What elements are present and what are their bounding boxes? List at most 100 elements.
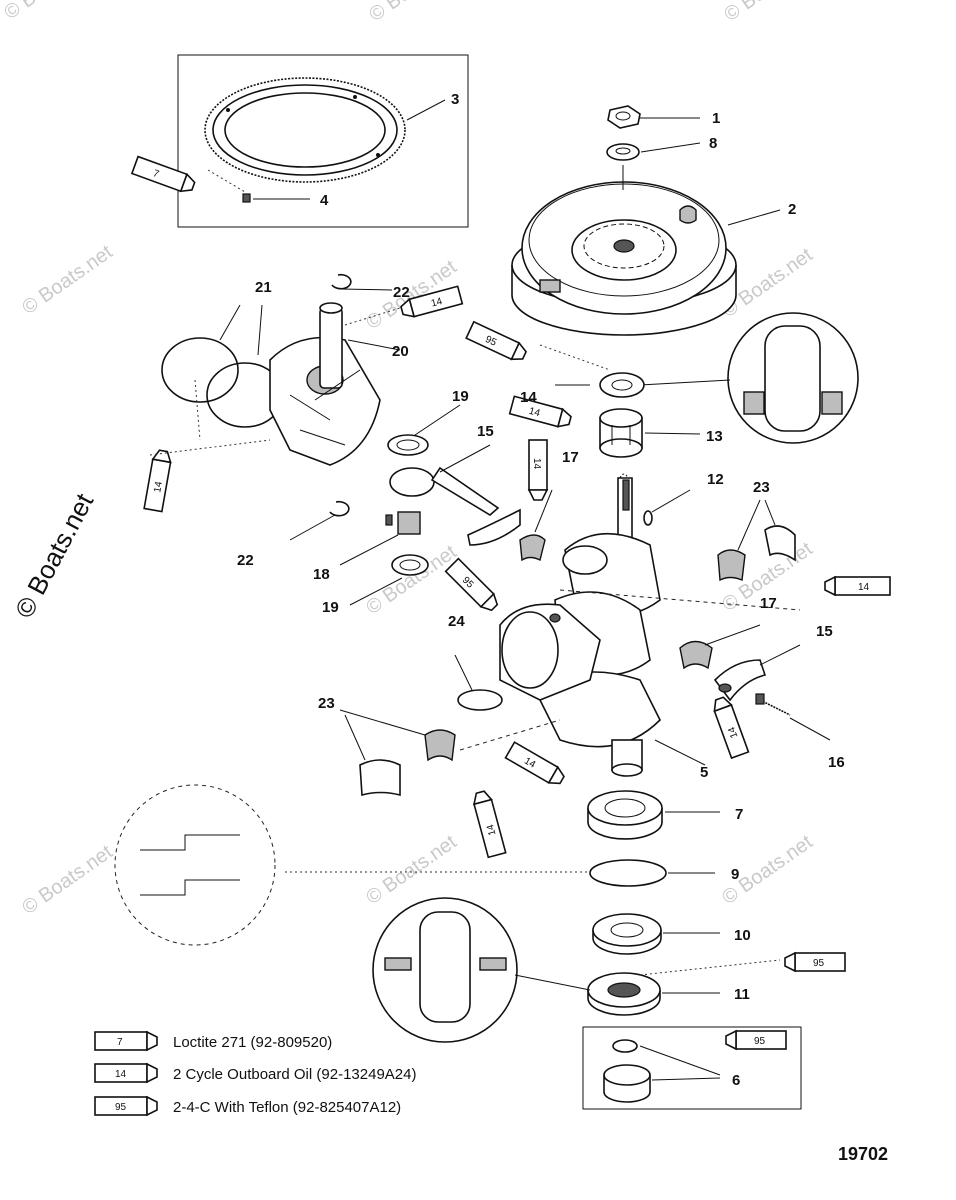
- watermarks: © Boats.net © Boats.net © Boats.net © Bo…: [0, 0, 819, 919]
- legend-row-2: 14 2 Cycle Outboard Oil (92-13249A24): [94, 1062, 416, 1084]
- flywheel: [511, 181, 737, 336]
- tube-flywheel: 95: [465, 320, 528, 361]
- rod-cap-15: [713, 659, 767, 702]
- tube-pin: 14: [400, 285, 464, 318]
- callout-17-bottom: 17: [760, 595, 777, 612]
- legend-row-1: 7 Loctite 271 (92-809520): [94, 1030, 332, 1052]
- callout-17-top: 17: [562, 449, 579, 466]
- callout-5: 5: [700, 764, 708, 781]
- part-6-box: [582, 1026, 802, 1110]
- svg-text:14: 14: [485, 823, 499, 837]
- callout-10: 10: [734, 927, 751, 944]
- ring-gear-group: [177, 54, 469, 228]
- retaining-ring-9: [589, 859, 667, 887]
- callout-19-bottom: 19: [322, 599, 339, 616]
- callout-3: 3: [451, 91, 459, 108]
- seal-11: [587, 972, 661, 1016]
- nut-1: [607, 105, 641, 129]
- svg-text:14: 14: [726, 725, 740, 740]
- detail-circle-upper: [639, 312, 859, 444]
- washer-19-top: [387, 434, 429, 456]
- connecting-rod: [389, 466, 521, 546]
- callout-15-right: 15: [816, 623, 833, 640]
- ring-gear-box: [177, 54, 469, 228]
- bearing-23-bottom: [359, 729, 456, 797]
- piston-rings-21: [161, 337, 284, 428]
- callout-20: 20: [392, 343, 409, 360]
- screw-16: [755, 693, 791, 716]
- callout-1: 1: [712, 110, 720, 127]
- callout-18: 18: [313, 566, 330, 583]
- callout-13: 13: [706, 428, 723, 445]
- svg-text:14: 14: [531, 458, 542, 470]
- watermark-top-left: © Boats.net: [0, 0, 99, 24]
- washer-19-bottom: [391, 554, 429, 576]
- ring-gear: [204, 77, 406, 183]
- svg-text:14: 14: [522, 756, 538, 771]
- seal-14: [599, 372, 645, 398]
- callout-11: 11: [734, 986, 750, 1003]
- bearing-23-top: [717, 525, 796, 582]
- legend-text-1: Loctite 271 (92-809520): [173, 1034, 332, 1051]
- callout-9: 9: [731, 866, 739, 883]
- lower-piston-assembly: [499, 603, 601, 701]
- tube-seal11: 95: [784, 951, 846, 973]
- bearing-13: [599, 408, 643, 458]
- legend-text-2: 2 Cycle Outboard Oil (92-13249A24): [173, 1066, 416, 1083]
- callout-6: 6: [732, 1072, 740, 1089]
- screw-4: [242, 193, 251, 203]
- legend: 7 Loctite 271 (92-809520) 14 2 Cycle Out…: [94, 1030, 416, 1117]
- tube-right: 14: [824, 575, 891, 597]
- tube-rod: 14: [527, 439, 549, 501]
- figure-number: 19702: [838, 1144, 888, 1164]
- tube-bearing13: 14: [508, 395, 572, 428]
- callout-8: 8: [709, 135, 717, 152]
- callout-labels: 1 8 2 3 4 21 22 20 14 19 15 13 17 12 23 …: [237, 91, 845, 1089]
- washer-8: [606, 143, 640, 161]
- svg-text:7: 7: [151, 168, 160, 180]
- legend-row-3: 95 2-4-C With Teflon (92-825407A12): [94, 1095, 401, 1117]
- svg-text:95: 95: [813, 958, 825, 969]
- seal-10: [592, 913, 662, 955]
- callout-7: 7: [735, 806, 743, 823]
- callout-22-top: 22: [393, 284, 410, 301]
- tube-piston: 14: [143, 449, 172, 513]
- tube-screw16: 14: [713, 696, 750, 760]
- callout-21: 21: [255, 279, 272, 296]
- callout-15-left: 15: [477, 423, 494, 440]
- bearing-18: [385, 511, 421, 535]
- svg-text:95: 95: [483, 334, 498, 349]
- svg-text:14: 14: [430, 296, 444, 310]
- watermark-left3: © Boats.net: [18, 841, 117, 919]
- callout-19-top: 19: [452, 388, 469, 405]
- wrist-pin-20: [319, 302, 343, 389]
- ring-24: [457, 689, 503, 711]
- callout-23-top: 23: [753, 479, 770, 496]
- detail-circle-ring-groove: [114, 784, 276, 946]
- legend-code-1: 7: [117, 1037, 123, 1048]
- callout-4: 4: [320, 192, 329, 209]
- svg-text:14: 14: [528, 406, 542, 420]
- lubricant-tubes: 7 14 95 14 14 14 95 14: [130, 155, 891, 1051]
- tube-bearing7b: 14: [473, 790, 507, 859]
- callout-23-bottom: 23: [318, 695, 335, 712]
- legend-text-3: 2-4-C With Teflon (92-825407A12): [173, 1099, 401, 1116]
- svg-text:14: 14: [858, 582, 870, 593]
- callout-12: 12: [707, 471, 724, 488]
- tube-ring-gear: 7: [130, 155, 196, 193]
- bearing-7: [587, 790, 663, 840]
- callout-2: 2: [788, 201, 796, 218]
- tube-rod-lower: 95: [444, 557, 499, 612]
- watermark-top-right: © Boats.net: [720, 0, 819, 26]
- callout-24: 24: [448, 613, 465, 630]
- detail-circle-lower: [372, 897, 591, 1043]
- legend-code-3: 95: [115, 1102, 127, 1113]
- bearing-half-17-top: [519, 534, 546, 562]
- svg-text:14: 14: [152, 480, 165, 493]
- callout-22-bottom: 22: [237, 552, 254, 569]
- bearing-half-17-bottom: [679, 640, 713, 670]
- callout-16: 16: [828, 754, 845, 771]
- watermark-main: © Boats.net: [9, 488, 100, 623]
- legend-code-2: 14: [115, 1069, 127, 1080]
